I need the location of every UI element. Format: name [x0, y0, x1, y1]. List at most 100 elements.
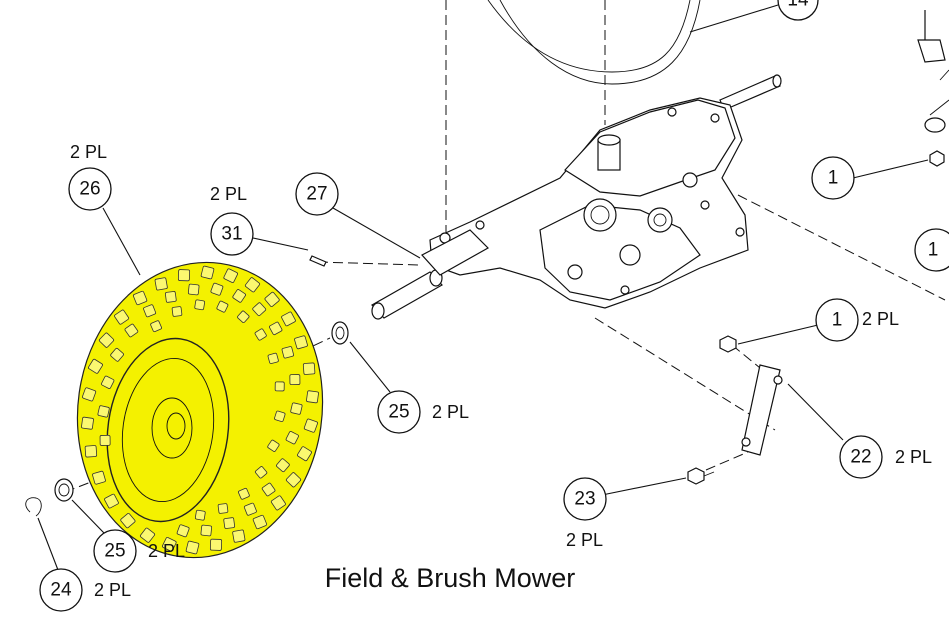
callout-26-qty: 2 PL	[70, 142, 107, 162]
callout-1-mid: 1 2 PL	[815, 298, 899, 342]
callout-23-number: 23	[574, 489, 595, 510]
tread-block	[254, 328, 267, 341]
tread-block	[84, 445, 98, 458]
tread-block	[303, 418, 318, 433]
transaxle	[371, 74, 782, 320]
tread-block	[209, 538, 223, 551]
tread-block	[306, 390, 319, 404]
tread-block	[269, 321, 283, 336]
callout-26-number: 26	[79, 179, 100, 200]
tread-block	[232, 529, 246, 543]
callout-31: 31 2 PL	[210, 184, 254, 256]
tread-block	[244, 277, 261, 293]
callout-25-upper: 25 2 PL	[377, 390, 469, 434]
callout-22-number: 22	[850, 447, 871, 468]
tread-block	[285, 431, 299, 445]
tread-block	[164, 291, 177, 303]
tread-block	[267, 352, 279, 364]
tread-block	[99, 434, 111, 446]
tread-block	[200, 524, 213, 537]
tire-treads	[81, 265, 319, 555]
callout-27: 27	[295, 172, 339, 216]
callout-1-mid-qty: 2 PL	[862, 309, 899, 329]
callout-1-top: 1	[811, 156, 855, 200]
tread-block	[154, 277, 168, 291]
tread-block	[150, 320, 162, 333]
tread-block	[162, 537, 177, 552]
callout-25-upper-number: 25	[388, 402, 409, 423]
tread-block	[187, 283, 200, 296]
tread-block	[285, 472, 302, 488]
diagram-title: Field & Brush Mower	[325, 563, 576, 593]
tread-block	[252, 514, 268, 530]
tread-block	[281, 311, 296, 327]
tread-block	[223, 268, 238, 283]
callout-14-number: 14	[787, 0, 809, 11]
tread-block	[264, 291, 280, 307]
tire-wheel	[76, 261, 324, 559]
callout-31-qty: 2 PL	[210, 184, 247, 204]
tread-block	[82, 387, 97, 402]
tread-block	[120, 513, 136, 529]
callout-1-right: 1	[914, 228, 949, 272]
tread-block	[254, 466, 268, 479]
tread-block	[101, 375, 115, 389]
tread-block	[97, 405, 110, 418]
tread-block	[281, 346, 294, 359]
tread-block	[274, 410, 286, 422]
tread-block	[270, 495, 286, 511]
callout-23-qty: 2 PL	[566, 530, 603, 550]
tread-block	[243, 502, 257, 516]
callout-1-right-number: 1	[928, 240, 939, 261]
callout-1-top-number: 1	[828, 168, 839, 189]
tread-block	[143, 304, 157, 318]
callout-22: 22 2 PL	[839, 435, 932, 479]
callout-24-number: 24	[50, 580, 72, 601]
tread-block	[276, 458, 290, 473]
tread-block	[210, 282, 224, 296]
tread-block	[289, 374, 301, 386]
tread-block	[104, 493, 119, 509]
tread-block	[194, 509, 206, 521]
callout-24-qty: 2 PL	[94, 580, 131, 600]
tread-block	[267, 439, 280, 452]
tread-block	[194, 299, 206, 311]
tread-block	[124, 323, 139, 338]
tread-block	[114, 309, 130, 325]
callout-25-lower-qty: 2 PL	[148, 541, 185, 561]
callout-27-number: 27	[306, 184, 327, 205]
tread-block	[216, 300, 229, 313]
tread-block	[200, 265, 215, 280]
tread-block	[290, 402, 303, 415]
tread-block	[176, 524, 190, 538]
tread-block	[238, 487, 250, 500]
leader-lines	[37, 4, 929, 571]
tread-block	[237, 310, 250, 323]
tread-block	[92, 470, 106, 485]
callout-22-qty: 2 PL	[895, 447, 932, 467]
callout-25-lower: 25 2 PL	[93, 529, 185, 573]
tread-block	[223, 517, 236, 529]
tread-block	[81, 416, 94, 430]
callout-25-lower-number: 25	[104, 541, 125, 562]
tread-block	[302, 362, 316, 375]
tread-block	[132, 290, 148, 306]
tread-block	[297, 446, 312, 462]
tread-block	[171, 306, 183, 317]
tread-block	[185, 540, 200, 555]
callout-1-mid-number: 1	[832, 310, 843, 331]
tread-block	[274, 381, 285, 392]
tread-block	[98, 332, 115, 348]
callout-25-upper-qty: 2 PL	[432, 402, 469, 422]
tread-block	[252, 302, 267, 317]
callout-23: 23 2 PL	[563, 477, 607, 550]
callout-14: 14	[777, 0, 819, 21]
tread-block	[110, 347, 124, 362]
callout-31-number: 31	[221, 224, 242, 245]
callout-26: 26 2 PL	[68, 142, 112, 211]
tread-block	[294, 335, 308, 350]
tread-block	[177, 269, 191, 282]
tread-block	[217, 503, 229, 514]
